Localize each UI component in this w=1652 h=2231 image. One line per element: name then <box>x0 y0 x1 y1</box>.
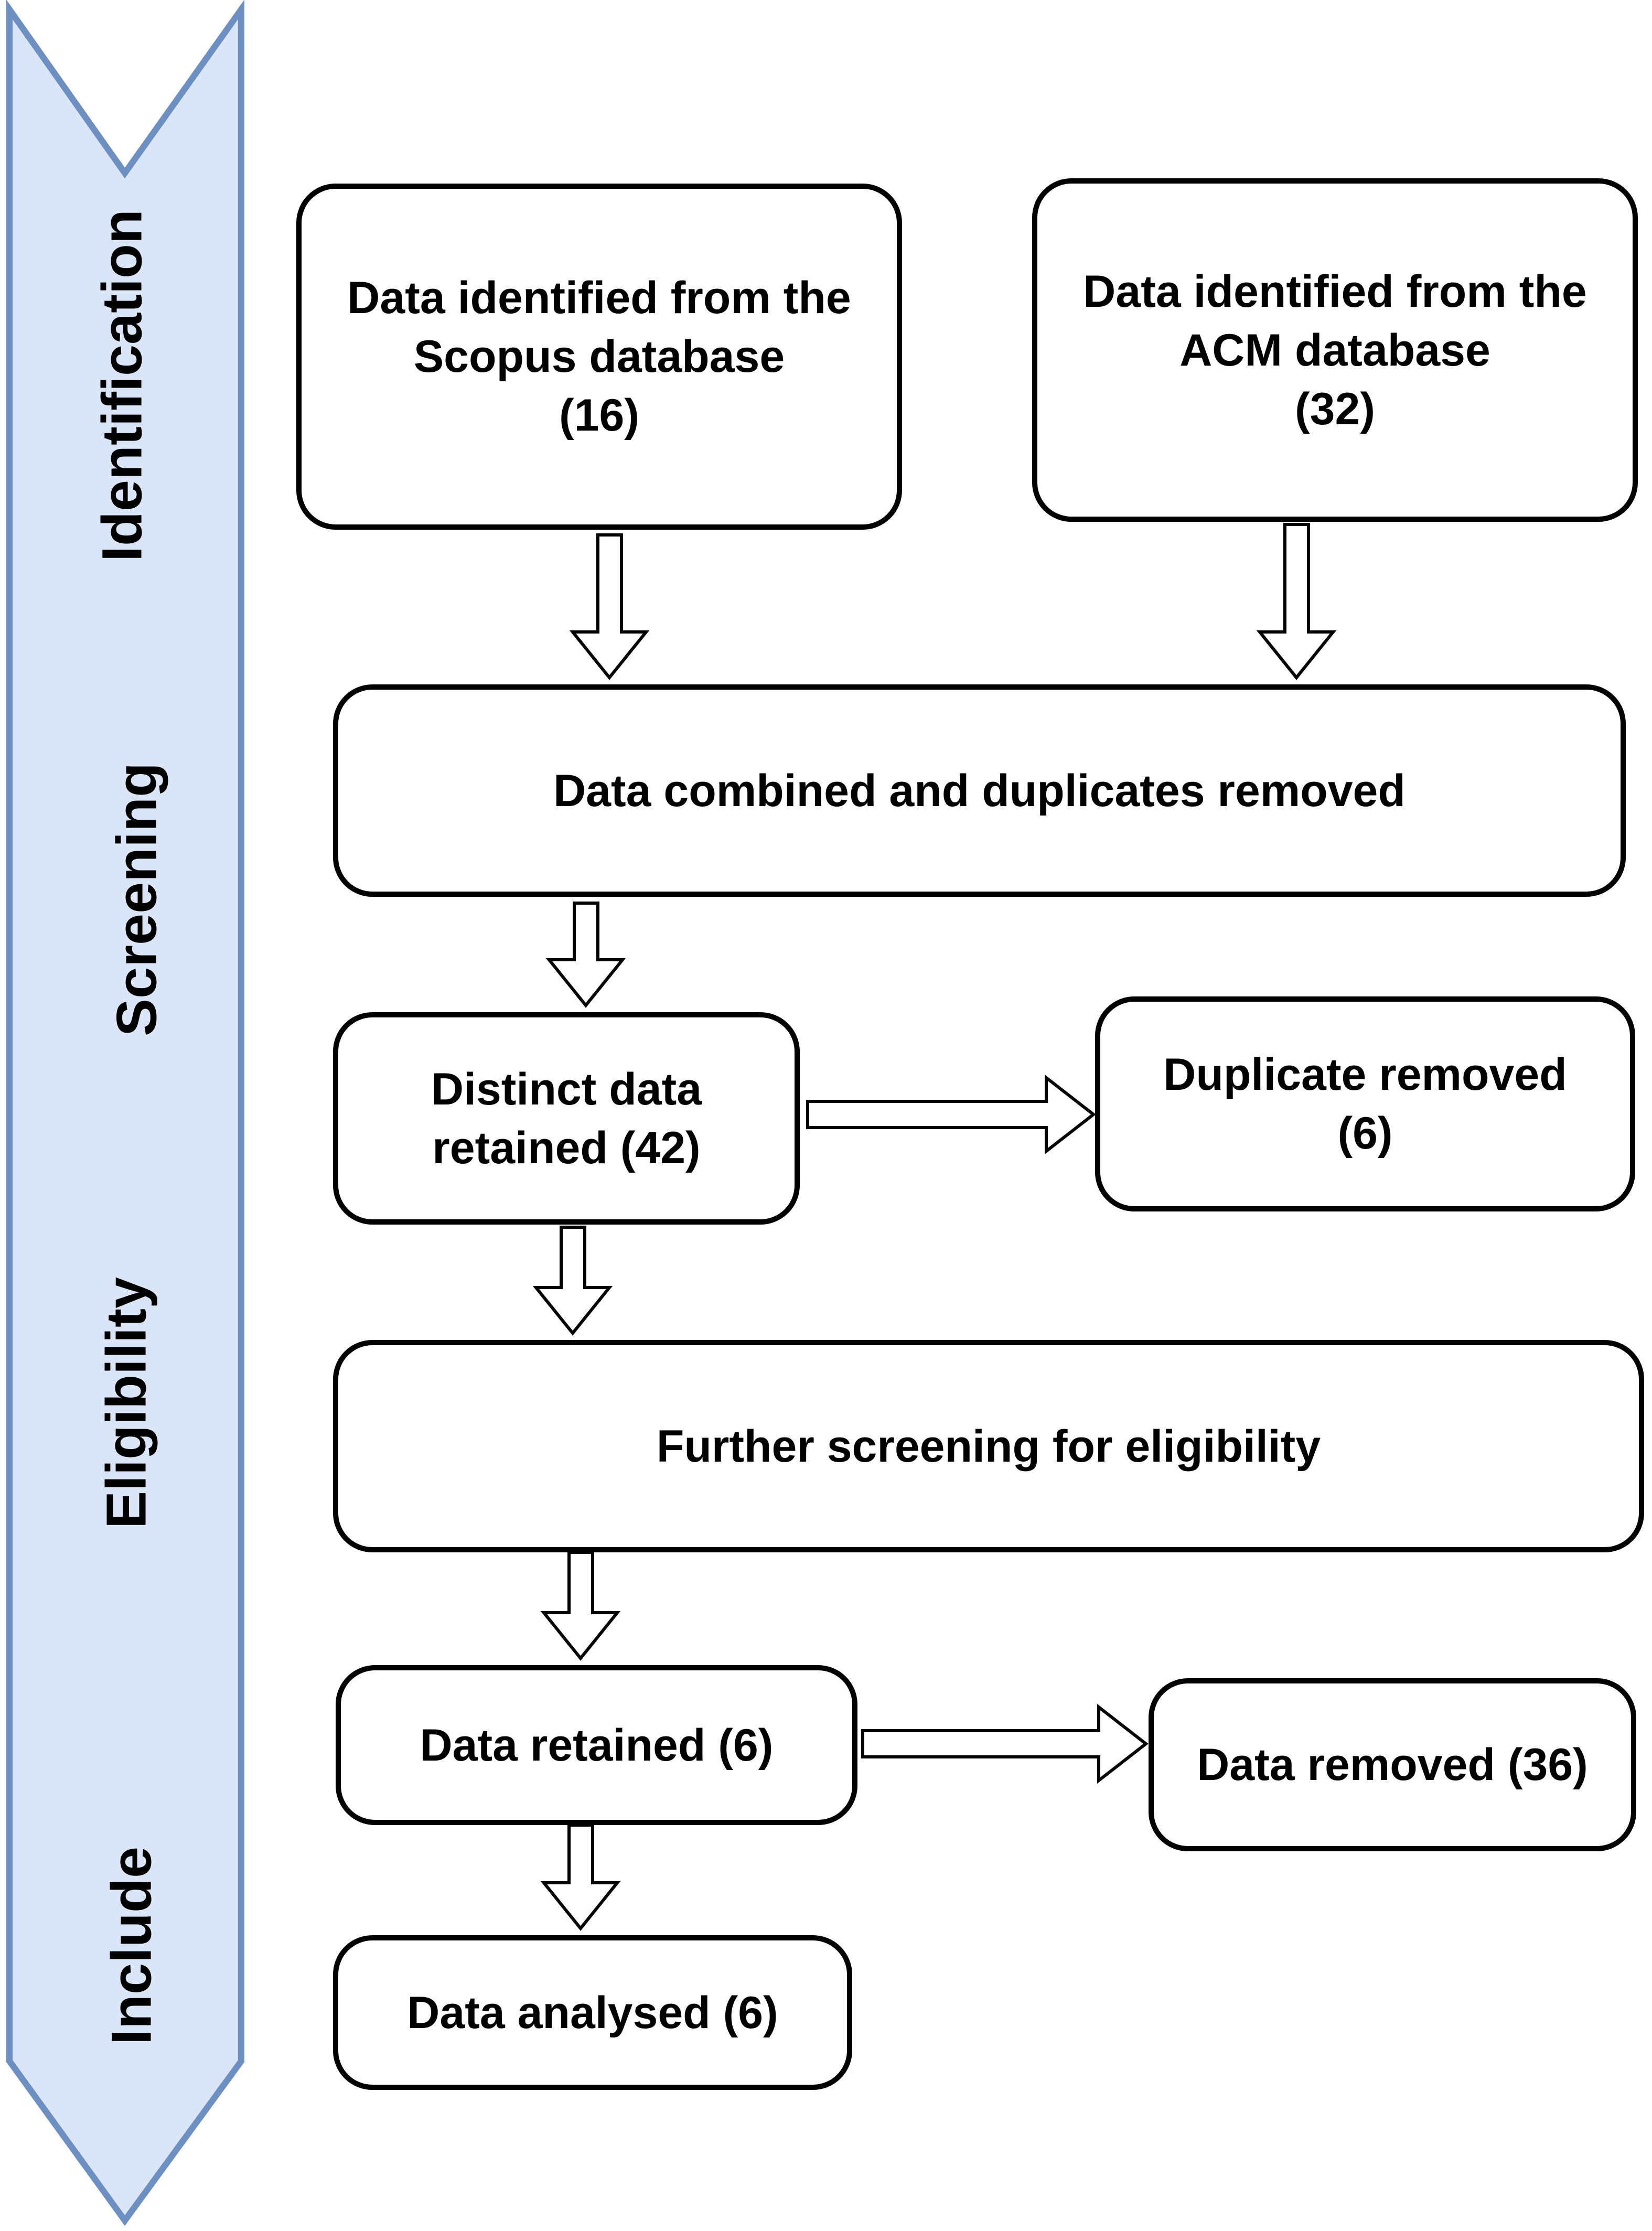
duplicate-removed-box: Duplicate removed (6) <box>1095 996 1635 1211</box>
arrow-distinct-to-further <box>532 1226 613 1336</box>
acm-box: Data identified from the ACM database (3… <box>1032 178 1638 522</box>
arrow-retained-to-analysed <box>540 1824 621 1931</box>
arrow-acm-to-combined <box>1256 523 1337 680</box>
arrow-further-to-retained <box>540 1551 621 1661</box>
analysed-box: Data analysed (6) <box>333 1935 852 2090</box>
scopus-box: Data identified from the Scopus database… <box>296 184 902 530</box>
combined-box: Data combined and duplicates removed <box>333 684 1626 897</box>
stage-band <box>6 0 244 2226</box>
arrow-combined-to-distinct <box>545 902 626 1008</box>
distinct-box: Distinct data retained (42) <box>333 1012 800 1225</box>
arrow-distinct-to-duplicate <box>806 1074 1096 1155</box>
removed-box: Data removed (36) <box>1149 1678 1636 1851</box>
arrow-scopus-to-combined <box>569 533 650 680</box>
arrow-retained-to-removed <box>861 1703 1149 1784</box>
retained-box: Data retained (6) <box>336 1665 857 1825</box>
further-screening-box: Further screening for eligibility <box>333 1340 1644 1552</box>
